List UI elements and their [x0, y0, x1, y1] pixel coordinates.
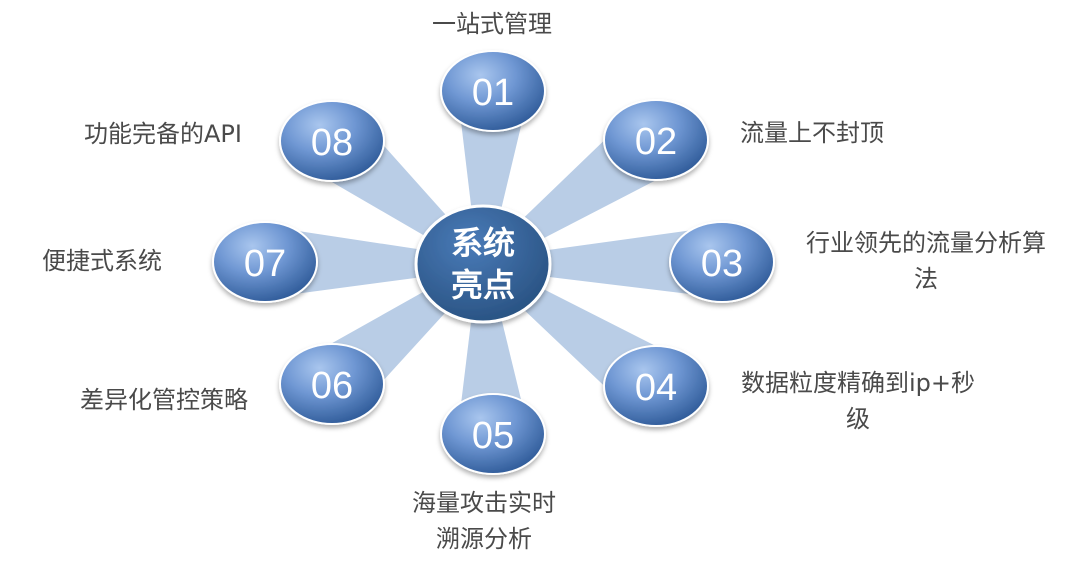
node-03: 03 — [669, 221, 775, 303]
node-02: 02 — [603, 99, 709, 181]
node-label-05: 海量攻击实时溯源分析 — [400, 485, 568, 557]
node-05: 05 — [440, 393, 546, 475]
node-number-06: 06 — [311, 365, 353, 407]
node-label-line: 行业领先的流量分析算 — [806, 229, 1046, 257]
node-circle-01 — [440, 50, 546, 132]
node-number-08: 08 — [311, 122, 353, 164]
node-number-05: 05 — [472, 415, 514, 457]
center-hub-circle — [414, 204, 552, 324]
node-label-line: 数据粒度精确到ip+秒 — [740, 369, 975, 397]
highlight-nodes: 01 02 03 04 05 06 07 08 — [212, 50, 775, 475]
node-circle-07 — [212, 221, 318, 303]
node-label-line: 流量上不封顶 — [740, 119, 884, 147]
node-number-07: 07 — [244, 243, 286, 285]
node-label-07: 便捷式系统 — [42, 243, 182, 279]
node-circle-08 — [279, 100, 385, 182]
node-number-02: 02 — [635, 121, 677, 163]
node-label-line: 一站式管理 — [432, 10, 552, 38]
node-circle-02 — [603, 99, 709, 181]
node-circle-06 — [279, 343, 385, 425]
node-circle-03 — [669, 221, 775, 303]
node-label-line: 海量攻击实时 — [412, 489, 556, 517]
node-label-01: 一站式管理 — [387, 6, 597, 42]
node-08: 08 — [279, 100, 385, 182]
node-circle-04 — [603, 345, 709, 427]
connector-ray-03 — [483, 226, 723, 298]
center-title-line2: 亮点 — [451, 266, 515, 304]
node-07: 07 — [212, 221, 318, 303]
node-number-01: 01 — [472, 72, 514, 114]
node-label-line: 便捷式系统 — [42, 247, 162, 275]
node-label-line: 级 — [846, 405, 870, 433]
node-01: 01 — [440, 50, 546, 132]
node-04: 04 — [603, 345, 709, 427]
node-label-06: 差异化管控策略 — [80, 382, 270, 418]
node-label-08: 功能完备的API — [84, 116, 284, 152]
center-title-line1: 系统 — [451, 224, 515, 262]
node-label-line: 法 — [914, 265, 938, 293]
node-label-line: 溯源分析 — [436, 525, 532, 553]
node-number-03: 03 — [701, 243, 743, 285]
node-number-04: 04 — [635, 367, 677, 409]
node-06: 06 — [279, 343, 385, 425]
center-hub: 系统 亮点 — [414, 204, 552, 324]
connector-ray-07 — [264, 226, 483, 298]
node-label-04: 数据粒度精确到ip+秒级 — [738, 365, 978, 437]
node-label-03: 行业领先的流量分析算法 — [800, 225, 1052, 297]
node-circle-05 — [440, 393, 546, 475]
node-label-02: 流量上不封顶 — [740, 115, 930, 151]
node-label-line: 差异化管控策略 — [80, 386, 248, 414]
node-label-line: 功能完备的API — [84, 120, 242, 148]
